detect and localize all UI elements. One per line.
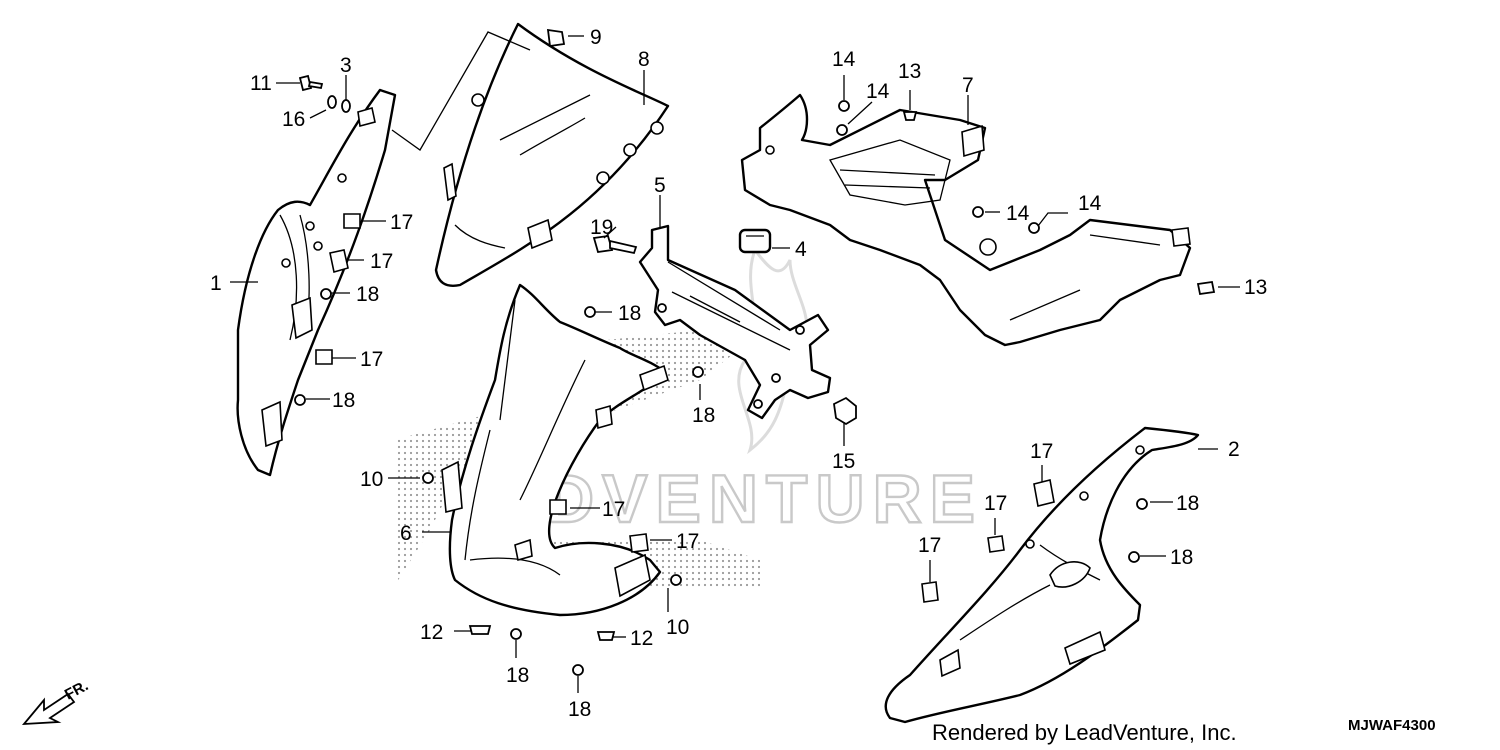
callout-15[interactable]: 15 xyxy=(832,450,855,473)
callout-14b[interactable]: 14 xyxy=(866,80,890,103)
callout-18e[interactable]: 18 xyxy=(1176,492,1199,515)
side-cowl-part-2[interactable] xyxy=(884,426,1200,724)
callout-17g[interactable]: 17 xyxy=(984,492,1007,515)
callout-3[interactable]: 3 xyxy=(340,54,352,77)
callout-17e[interactable]: 17 xyxy=(676,530,699,553)
rubber-mount-part-4[interactable] xyxy=(738,228,772,254)
callout-17d[interactable]: 17 xyxy=(602,498,625,521)
nut-part-15[interactable] xyxy=(833,396,857,426)
callout-17c[interactable]: 17 xyxy=(360,348,383,371)
callout-9[interactable]: 9 xyxy=(590,26,602,49)
callout-18b[interactable]: 18 xyxy=(618,302,641,325)
callout-17h[interactable]: 17 xyxy=(918,534,941,557)
callout-17f[interactable]: 17 xyxy=(1030,440,1053,463)
callout-2[interactable]: 2 xyxy=(1228,438,1240,461)
callout-18h[interactable]: 18 xyxy=(568,698,591,721)
callout-11[interactable]: 11 xyxy=(250,72,272,95)
callouts: 1 2 3 4 5 6 7 8 9 10 10 11 12 12 13 13 1… xyxy=(210,26,1267,721)
callout-14d[interactable]: 14 xyxy=(1078,192,1102,215)
side-cowl-part-1[interactable] xyxy=(236,88,397,477)
callout-1[interactable]: 1 xyxy=(210,272,222,295)
callout-6[interactable]: 6 xyxy=(400,522,412,545)
diagram-code: MJWAF4300 xyxy=(1348,717,1436,734)
leader-lines xyxy=(230,31,1240,693)
callout-10b[interactable]: 10 xyxy=(666,616,689,639)
callout-12a[interactable]: 12 xyxy=(420,621,443,644)
watermark-text: DVENTURE xyxy=(545,461,983,537)
hardware xyxy=(294,28,1216,676)
callout-14c[interactable]: 14 xyxy=(1006,202,1030,225)
callout-7[interactable]: 7 xyxy=(962,74,974,97)
callout-4[interactable]: 4 xyxy=(795,238,807,261)
watermark: DVENTURE xyxy=(544,246,983,538)
callout-13a[interactable]: 13 xyxy=(898,60,921,83)
callout-16[interactable]: 16 xyxy=(282,108,305,131)
callout-19[interactable]: 19 xyxy=(590,216,613,239)
callout-18d[interactable]: 18 xyxy=(692,404,715,427)
front-direction-arrow: FR. xyxy=(21,677,91,726)
callout-8[interactable]: 8 xyxy=(638,48,650,71)
callout-10a[interactable]: 10 xyxy=(360,468,383,491)
callout-5[interactable]: 5 xyxy=(654,174,666,197)
callout-13b[interactable]: 13 xyxy=(1244,276,1267,299)
front-cowl-part-6[interactable] xyxy=(441,283,669,617)
callout-18c[interactable]: 18 xyxy=(332,389,355,412)
bolt-part-19[interactable] xyxy=(592,234,638,255)
callout-14a[interactable]: 14 xyxy=(832,48,856,71)
callout-18f[interactable]: 18 xyxy=(1170,546,1193,569)
callout-18g[interactable]: 18 xyxy=(506,664,529,687)
rendered-by-credit: Rendered by LeadVenture, Inc. xyxy=(932,720,1237,745)
inner-panel-part-7[interactable] xyxy=(740,93,1192,347)
callout-18a[interactable]: 18 xyxy=(356,283,379,306)
callout-17a[interactable]: 17 xyxy=(390,211,413,234)
callout-12b[interactable]: 12 xyxy=(630,627,653,650)
stay-bracket-part-5[interactable] xyxy=(638,224,832,420)
windscreen-part-8[interactable] xyxy=(434,22,670,287)
callout-17b[interactable]: 17 xyxy=(370,250,393,273)
